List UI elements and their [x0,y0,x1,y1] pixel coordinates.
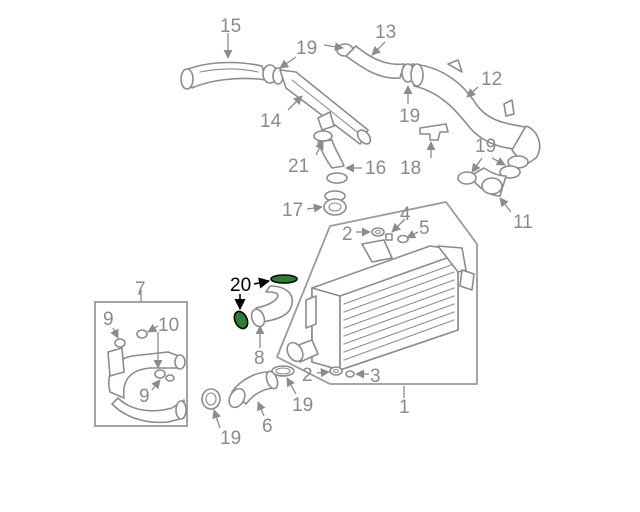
callout-4[interactable]: 4 [400,204,411,225]
callout-17[interactable]: 17 [282,200,303,221]
callout-2-lower[interactable]: 2 [302,365,313,386]
callout-18: 18 [400,158,421,179]
clamp-19-right[interactable] [499,155,529,179]
grommet-9-lower[interactable] [154,369,175,382]
clamp-19-bottom[interactable] [201,388,221,410]
callout-12[interactable]: 12 [481,69,502,90]
hose-8[interactable] [249,285,294,329]
bolt-4[interactable] [385,233,393,241]
hose-13[interactable] [336,43,405,79]
callout-21[interactable]: 21 [288,156,309,177]
grommet-2-lower[interactable] [329,366,343,376]
callout-11[interactable]: 11 [513,212,533,233]
grommet-2-upper[interactable] [371,227,385,237]
callout-20[interactable]: 20 [230,275,251,296]
intercooler-frame [275,201,478,385]
fitting-17[interactable] [323,190,347,216]
callout-6[interactable]: 6 [262,416,273,437]
callout-2-upper[interactable]: 2 [342,224,353,245]
hose-6[interactable] [226,370,280,410]
callout-15[interactable]: 15 [220,16,241,37]
hose-11[interactable] [457,167,507,197]
callout-3[interactable]: 3 [370,366,381,387]
air-pipe-14[interactable] [279,69,373,146]
grommet-9-upper[interactable] [114,338,126,348]
leader-lines [110,33,512,429]
clamp-21[interactable] [313,130,333,142]
clamp-20-lower[interactable] [232,309,250,330]
callout-5[interactable]: 5 [419,218,430,239]
callout-19-top-left[interactable]: 19 [296,38,317,59]
callout-1[interactable]: 1 [399,397,410,418]
callout-9-lower[interactable]: 9 [139,386,150,407]
pipe-12[interactable] [410,59,541,167]
callout-7[interactable]: 7 [135,279,146,300]
bracket-18[interactable] [419,123,449,141]
callout-10[interactable]: 10 [158,315,179,336]
clamp-19-inlet[interactable] [271,365,295,377]
callout-19-bottom[interactable]: 19 [220,428,241,449]
clamp-20-upper[interactable] [270,274,298,284]
callout-19-top[interactable]: 19 [399,106,420,127]
bolt-10[interactable] [136,329,148,339]
callout-labels: 15 19 13 12 19 14 18 19 11 21 16 17 2 4 … [103,16,533,449]
callout-9-upper[interactable]: 9 [103,309,114,330]
callout-19-right[interactable]: 19 [475,136,496,157]
callout-19-inlet[interactable]: 19 [292,395,313,416]
pipe-assembly-7[interactable] [107,347,187,424]
bolt-5[interactable] [397,234,409,244]
bolt-3[interactable] [345,370,355,378]
callout-14[interactable]: 14 [260,111,282,132]
callout-8[interactable]: 8 [254,348,265,369]
leader-lines-highlight [234,277,271,311]
callout-13[interactable]: 13 [375,22,396,43]
intake-pipe-15[interactable] [180,61,267,90]
hose-16[interactable] [317,139,348,184]
intercooler-1[interactable] [284,239,475,371]
callout-16[interactable]: 16 [365,158,386,179]
